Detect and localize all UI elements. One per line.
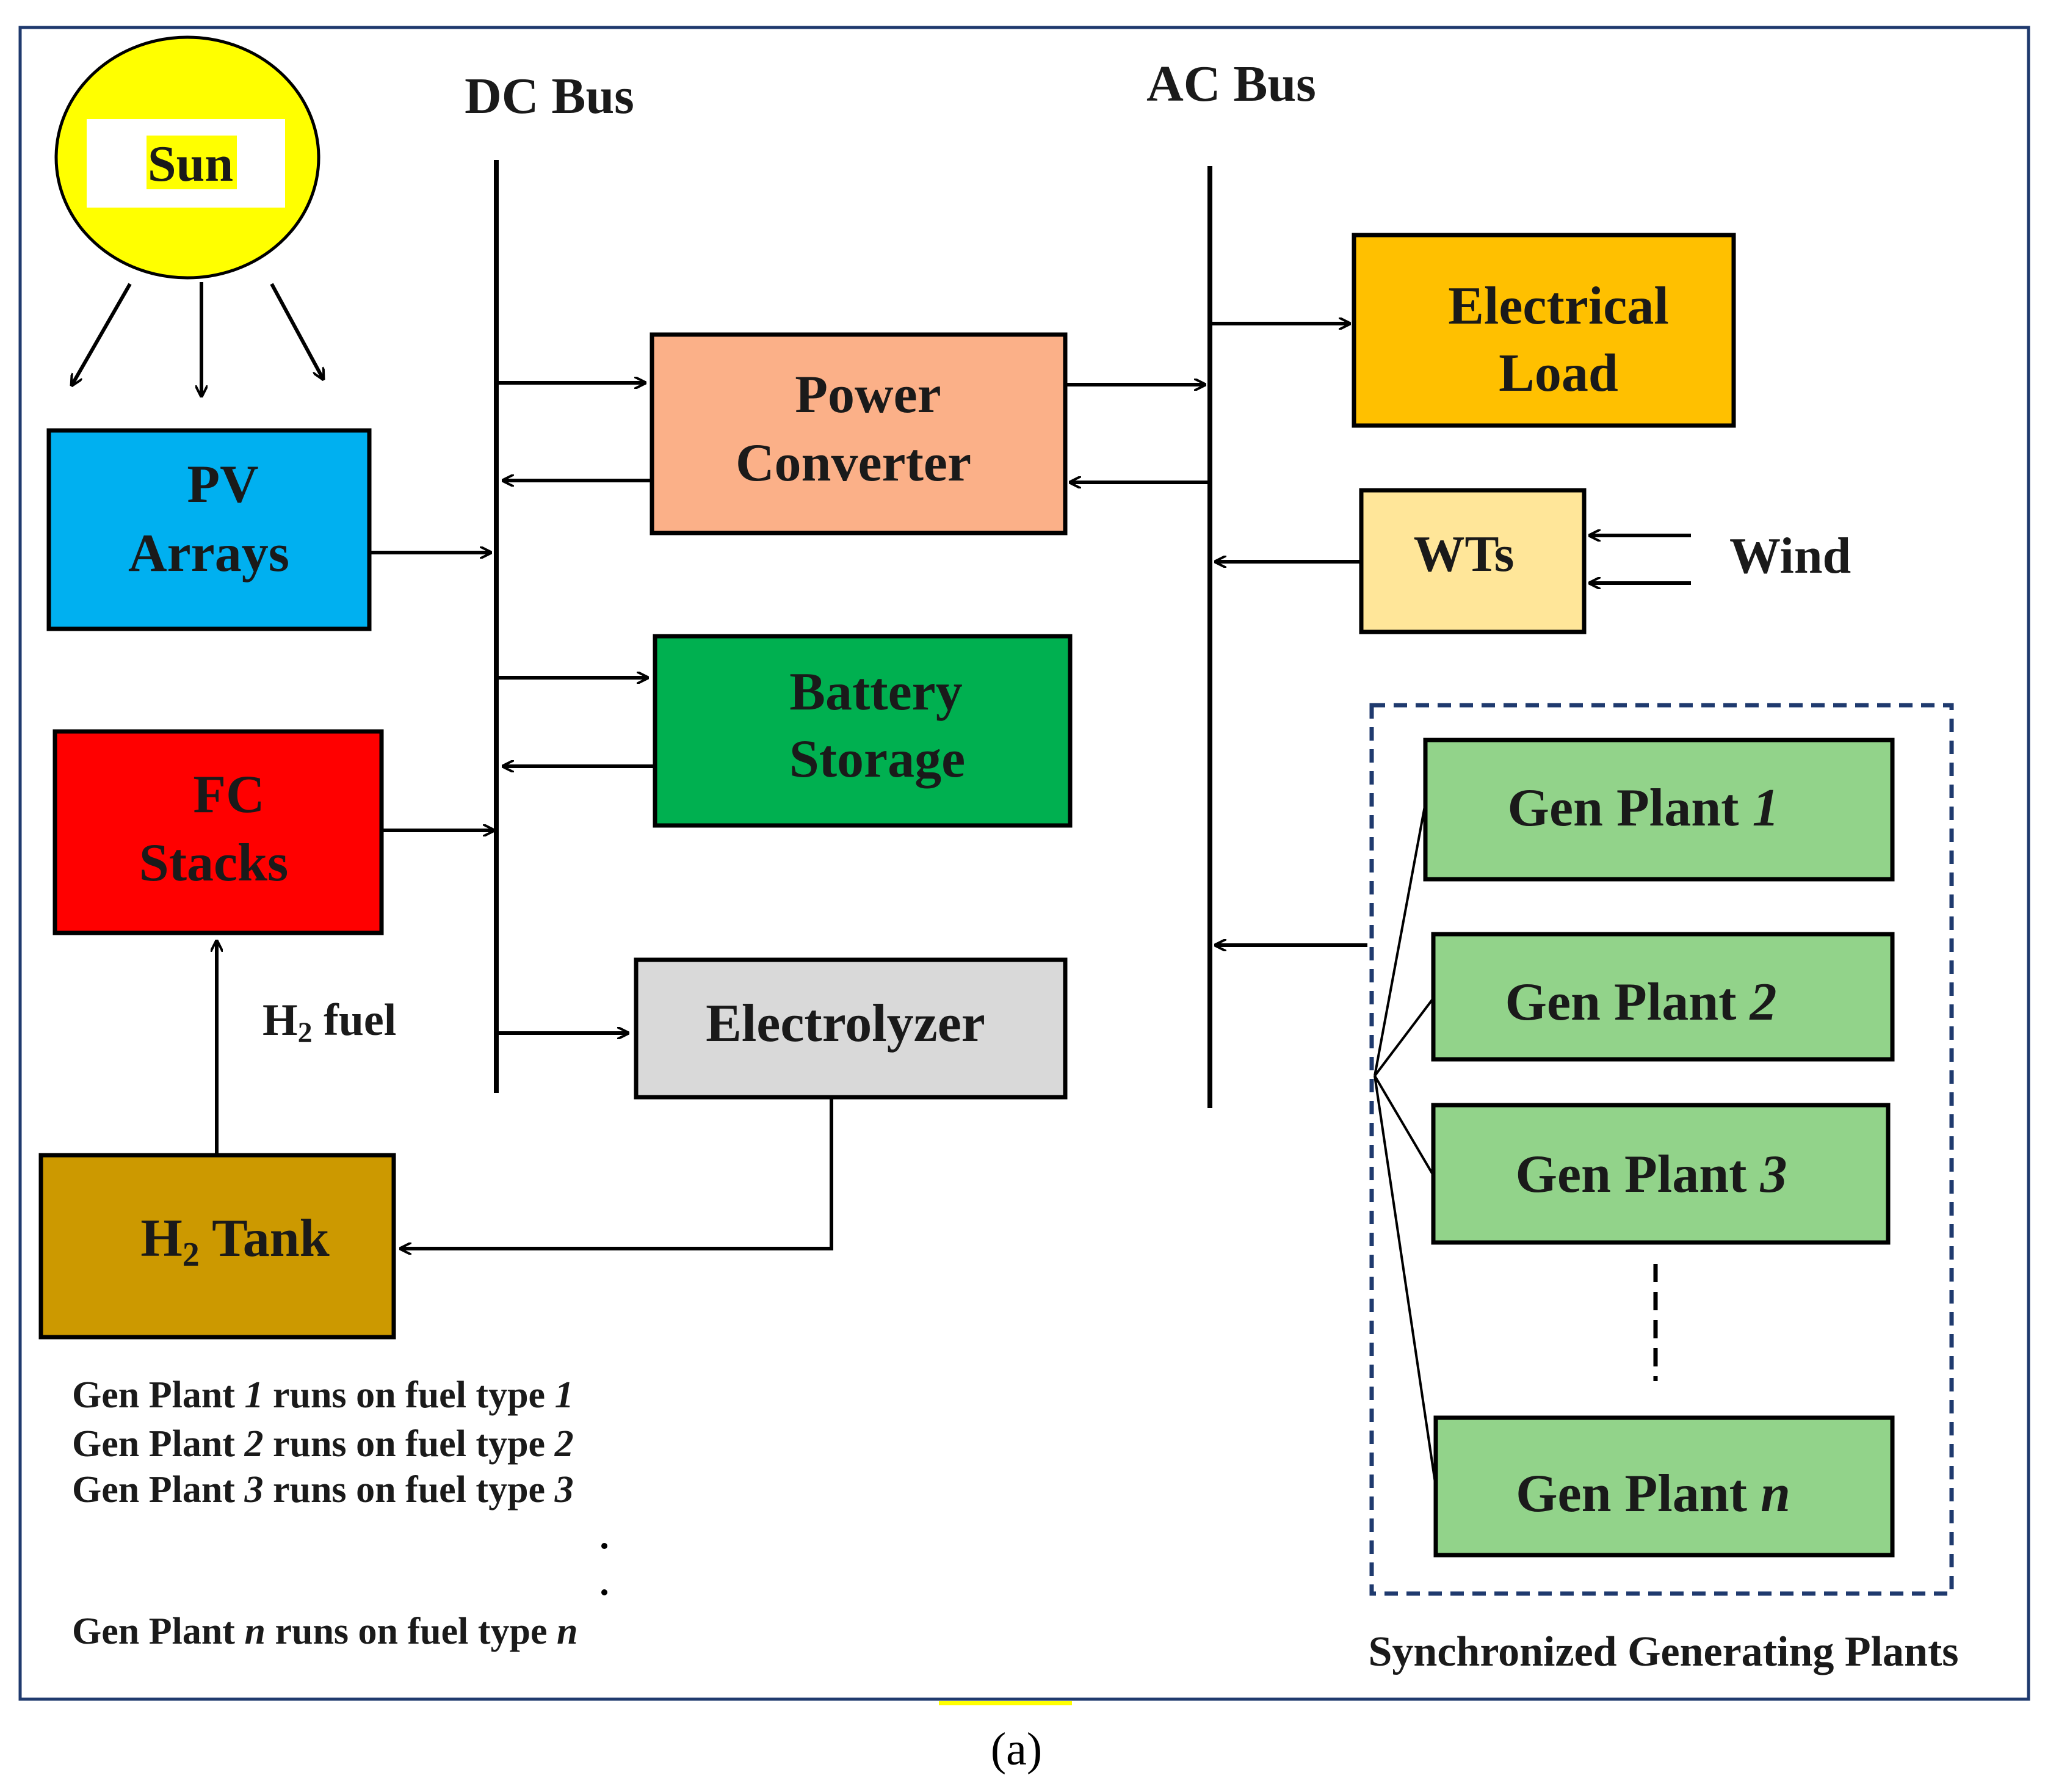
gen-plant-n-label: Gen Plant n (1516, 1464, 1790, 1523)
pv-arrays-block: PV Arrays (46, 428, 372, 631)
dc-bus-label: DC Bus (465, 68, 634, 125)
fuel-note-1: Gen Plant 1 runs on fuel type 1 (72, 1374, 574, 1416)
fuel-note-3: Gen Plant 3 runs on fuel type 3 (72, 1469, 574, 1511)
electrical-load-label-line1: Electrical (1448, 277, 1669, 336)
sun-node: Sun (54, 35, 320, 280)
h2-tank-box (38, 1153, 396, 1340)
battery-storage-box (653, 634, 1073, 828)
wts-label: WTs (1413, 526, 1514, 582)
h2-tank-label: H2 Tank (140, 1209, 329, 1274)
gen-plant-n-block: Gen Plant n (1433, 1415, 1895, 1558)
power-converter-label-line2: Converter (736, 433, 971, 493)
gen-plant-2-block: Gen Plant 2 (1431, 932, 1895, 1062)
fuel-note-n: Gen Plant n runs on fuel type n (72, 1611, 578, 1652)
fc-stacks-label-line1: FC (193, 765, 264, 824)
fc-stacks-block: FC Stacks (52, 729, 384, 935)
fc-stacks-label-line2: Stacks (139, 833, 289, 893)
wind-label: Wind (1729, 528, 1851, 584)
ac-bus-label: AC Bus (1146, 56, 1316, 112)
electrolyzer-to-h2-tank-arrow (400, 1097, 833, 1249)
battery-storage-block: Battery Storage (653, 634, 1073, 828)
power-converter-label-line1: Power (795, 365, 941, 424)
gen-plant-1-block: Gen Plant 1 (1423, 738, 1895, 882)
sun-ray-left-arrow (71, 283, 132, 386)
fuel-note-dot-2 (601, 1589, 607, 1595)
sun-label-highlight (147, 136, 237, 189)
fuel-note-2: Gen Plant 2 runs on fuel type 2 (72, 1423, 574, 1465)
gen-plant-1-box (1423, 738, 1895, 882)
power-converter-block: Power Converter (650, 332, 1068, 535)
figure-caption: (a) (991, 1724, 1042, 1775)
gen-plants-group-caption: Synchronized Generating Plants (1368, 1628, 1958, 1675)
electrolyzer-box (634, 957, 1068, 1100)
battery-storage-label-line2: Storage (789, 730, 965, 789)
pv-arrays-label-line1: PV (187, 455, 258, 514)
gen-fan-line-2 (1374, 997, 1435, 1077)
gen-plant-2-box (1431, 932, 1895, 1062)
gen-fan-line-3 (1374, 1075, 1435, 1177)
electrolyzer-label: Electrolyzer (706, 994, 985, 1053)
frame-yellow-mark (939, 1701, 1072, 1705)
electrical-load-block: Electrical Load (1352, 233, 1736, 428)
electrical-load-box (1352, 233, 1736, 428)
gen-plant-2-label: Gen Plant 2 (1505, 973, 1777, 1032)
pv-arrays-label-line2: Arrays (128, 524, 289, 583)
wts-block: WTs (1359, 488, 1587, 634)
gen-fan-line-n (1374, 1075, 1437, 1487)
gen-plants-group-border (1369, 703, 1954, 1596)
h2-fuel-label: H2 fuel (262, 995, 396, 1049)
power-converter-box (650, 332, 1068, 535)
battery-storage-label-line1: Battery (789, 662, 962, 722)
electrolyzer-block: Electrolyzer (634, 957, 1068, 1100)
wts-box (1359, 488, 1587, 634)
h2-tank-block: H2 Tank (38, 1153, 396, 1340)
gen-plant-n-box (1433, 1415, 1895, 1558)
gen-plant-3-label: Gen Plant 3 (1516, 1145, 1787, 1204)
sun-ray-right-arrow (270, 283, 325, 380)
gen-plant-3-block: Gen Plant 3 (1431, 1103, 1891, 1245)
gen-fan-line-1 (1374, 802, 1427, 1076)
sun-label: Sun (148, 136, 233, 192)
fc-stacks-box (52, 729, 384, 935)
gen-plant-1-label: Gen Plant 1 (1508, 778, 1779, 838)
fuel-notes: Gen Plant 1 runs on fuel type 1 Gen Plan… (72, 1374, 607, 1652)
fuel-note-dot-1 (601, 1543, 607, 1549)
electrical-load-label-line2: Load (1499, 344, 1618, 403)
pv-arrays-box (46, 428, 372, 631)
